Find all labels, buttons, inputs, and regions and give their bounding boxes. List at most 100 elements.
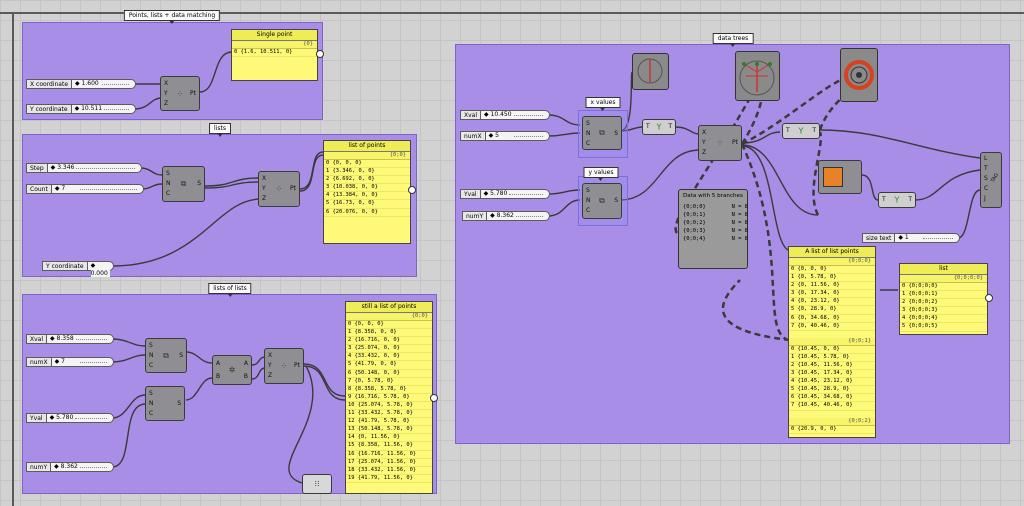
input-c[interactable]: C [149, 362, 154, 369]
panel-single-point[interactable]: Single point {0} 0 {1.6, 10.511, 0} [231, 29, 318, 81]
input-c[interactable]: C [586, 207, 591, 214]
slider-track[interactable]: ◆ 8.362 [486, 211, 550, 221]
input-s[interactable]: S [586, 187, 590, 194]
input-t[interactable]: T [984, 165, 988, 172]
output-s[interactable]: S [197, 180, 201, 187]
tree-preview-1[interactable] [632, 53, 669, 90]
output-t[interactable]: T [908, 196, 912, 203]
input-s[interactable]: S [984, 175, 988, 182]
input-z[interactable]: Z [262, 195, 267, 202]
slider-numy-tree[interactable]: numY ◆ 8.362 [462, 211, 550, 221]
text-tag-component[interactable]: L T S C J TAG [980, 152, 1002, 208]
slider-track[interactable]: ◆ 0.000 [86, 261, 114, 277]
slider-numx[interactable]: numX ◆ 7 [26, 357, 114, 367]
input-l[interactable]: L [984, 155, 988, 162]
input-s[interactable]: S [149, 390, 153, 397]
series-component[interactable]: S N C S [145, 386, 185, 421]
slider-track[interactable]: ◆ 7 [50, 357, 114, 367]
output-t[interactable]: T [668, 123, 672, 130]
slider-track[interactable]: ◆ 10.511 [70, 104, 136, 114]
input-y[interactable]: Y [164, 90, 168, 97]
group-label-lists-of-lists[interactable]: lists of lists [208, 283, 252, 297]
group-label-points[interactable]: Points, lists + data matching [123, 10, 221, 24]
panel-tree-points[interactable]: A list of list points {0;0;0} 0 {0, 0, 0… [788, 246, 876, 438]
input-c[interactable]: C [149, 410, 154, 417]
input-y[interactable]: Y [262, 185, 266, 192]
input-c[interactable]: C [166, 190, 171, 197]
series-component[interactable]: S N C S ⧉ [162, 166, 205, 202]
label-x-values[interactable]: x values [585, 97, 621, 111]
slider-track[interactable]: ◆ 8.362 [50, 462, 114, 472]
group-label-lists[interactable]: lists [209, 123, 231, 137]
series-component[interactable]: S N C S ⧉ [145, 338, 187, 373]
input-n[interactable]: N [586, 197, 591, 204]
slider-track[interactable]: ◆ 10.450 [480, 110, 550, 120]
input-z[interactable]: Z [164, 100, 169, 107]
input-n[interactable]: N [586, 130, 591, 137]
branch-info-note[interactable]: Data with 5 branches {0;0;0} N = 8 {0;0;… [678, 189, 748, 269]
group-label-data-trees[interactable]: data trees [712, 33, 754, 47]
series-component[interactable]: S N C S ⧉ [582, 116, 622, 150]
panel-list-of-points[interactable]: list of points {0;0} 0 {0, 0, 0}1 {3.346… [323, 140, 411, 244]
input-n[interactable]: N [149, 400, 154, 407]
param-viewer-component[interactable] [818, 160, 862, 194]
output-pt[interactable]: Pt [294, 362, 300, 369]
graft-component[interactable]: T T Y [878, 192, 916, 208]
cross-reference-component[interactable]: A B A B ✲ [212, 355, 252, 385]
slider-track[interactable]: ◆ 5.780 [45, 413, 114, 423]
slider-numx-tree[interactable]: numX ◆ 5 [460, 131, 550, 141]
input-t[interactable]: T [646, 123, 650, 130]
output-pt[interactable]: Pt [190, 90, 196, 97]
output-a[interactable]: A [243, 360, 248, 367]
output-grip[interactable] [408, 186, 416, 194]
slider-track[interactable]: ◆ 1 [894, 233, 960, 243]
input-z[interactable]: Z [268, 372, 273, 379]
construct-point-component[interactable]: X Y Z Pt ⁘ [160, 76, 200, 111]
slider-x-coordinate[interactable]: X coordinate ◆ 1.600 [26, 79, 136, 89]
slider-step[interactable]: Step ◆ 3.346 [26, 163, 142, 173]
output-pt[interactable]: Pt [290, 185, 296, 192]
panel-list-paths[interactable]: list {0;0;0;0} 0 {0;0;0;0}1 {0;0;0;1}2 {… [899, 263, 988, 335]
output-s[interactable]: S [177, 400, 181, 407]
input-y[interactable]: Y [268, 362, 272, 369]
slider-xval-tree[interactable]: Xval ◆ 10.450 [460, 110, 550, 120]
tree-preview-2[interactable] [735, 51, 780, 101]
slider-count[interactable]: Count ◆ 7 [26, 184, 144, 194]
graft-component[interactable]: T T Y [782, 123, 820, 139]
input-s[interactable]: S [149, 342, 153, 349]
slider-yval[interactable]: Yval ◆ 5.780 [26, 413, 114, 423]
input-c[interactable]: C [984, 185, 989, 192]
panel-still-list-of-points[interactable]: still a list of points {0;0} 0 {0, 0, 0}… [345, 301, 433, 494]
label-y-values[interactable]: y values [583, 167, 619, 181]
input-s[interactable]: S [586, 120, 590, 127]
construct-point-component[interactable]: X Y Z Pt ⁘ [698, 125, 742, 161]
slider-track[interactable]: ◆ 7 [50, 184, 144, 194]
input-b[interactable]: B [216, 373, 221, 380]
input-x[interactable]: X [262, 175, 267, 182]
slider-yval-tree[interactable]: Yval ◆ 5.780 [460, 189, 550, 199]
output-t[interactable]: T [812, 127, 816, 134]
input-x[interactable]: X [164, 80, 169, 87]
input-t[interactable]: T [786, 127, 790, 134]
input-c[interactable]: C [586, 140, 591, 147]
series-component[interactable]: S N C S ⧉ [582, 183, 622, 219]
slider-track[interactable]: ◆ 5.780 [479, 189, 550, 199]
output-grip[interactable] [316, 50, 324, 58]
output-grip[interactable] [430, 394, 438, 402]
point-list-component[interactable]: ⁝⁝ [302, 474, 332, 494]
slider-track[interactable]: ◆ 8.358 [46, 334, 114, 344]
output-b[interactable]: B [243, 373, 248, 380]
input-z[interactable]: Z [702, 149, 707, 156]
slider-track[interactable]: ◆ 5 [484, 131, 550, 141]
tree-preview-3[interactable] [840, 48, 878, 102]
output-pt[interactable]: Pt [732, 139, 738, 146]
slider-track[interactable]: ◆ 3.346 [46, 163, 142, 173]
construct-point-component[interactable]: X Y Z Pt ⁘ [264, 348, 304, 384]
slider-numy[interactable]: numY ◆ 8.362 [26, 462, 114, 472]
graft-component[interactable]: T T Y [642, 119, 676, 135]
slider-size-text[interactable]: size text ◆ 1 [862, 233, 960, 243]
slider-track[interactable]: ◆ 1.600 [71, 79, 136, 89]
input-n[interactable]: N [166, 180, 171, 187]
input-t[interactable]: T [882, 196, 886, 203]
input-n[interactable]: N [149, 352, 154, 359]
